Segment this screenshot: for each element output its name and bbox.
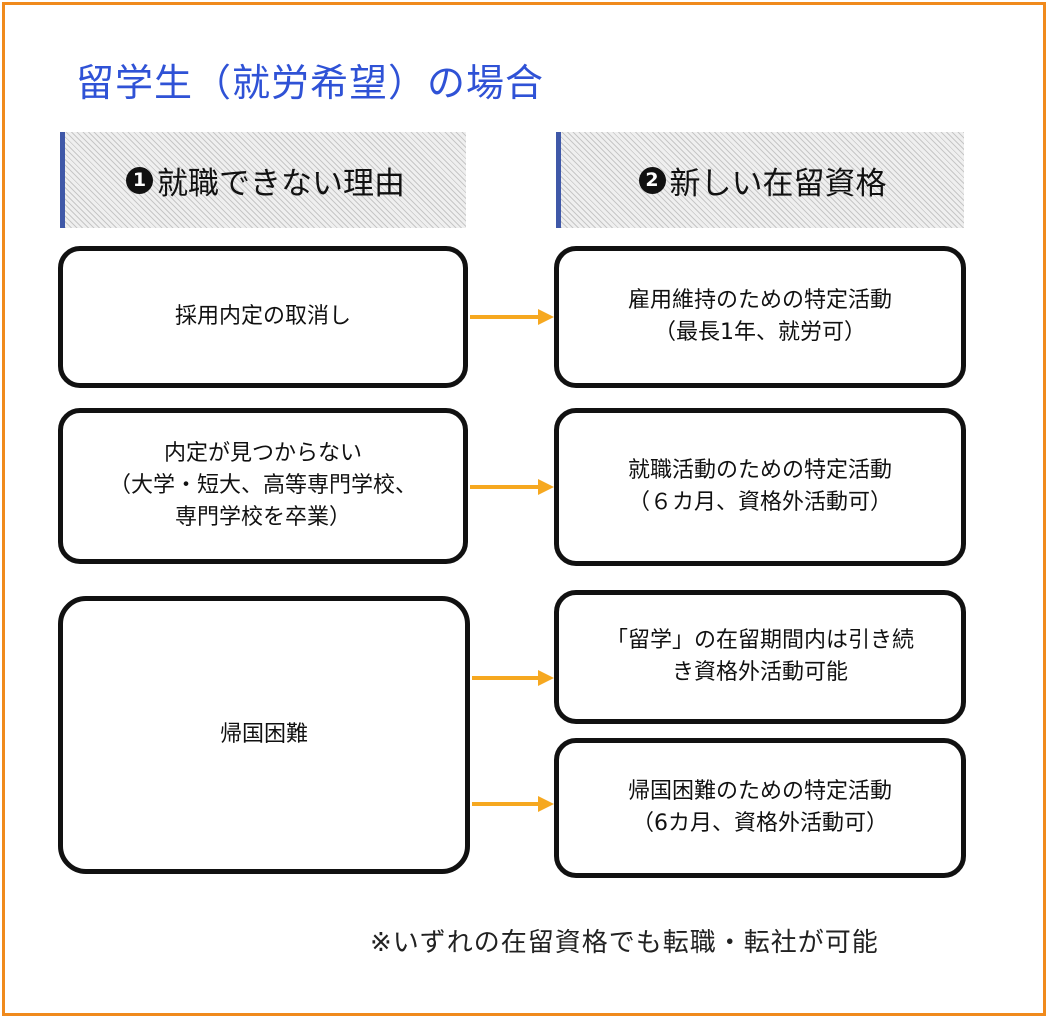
status-box-job-hunting: 就職活動のための特定活動 （６カ月、資格外活動可）	[554, 408, 966, 566]
page-title: 留学生（就労希望）の場合	[76, 61, 545, 105]
status-box-employment-maintenance: 雇用維持のための特定活動 （最長1年、就労可）	[554, 246, 966, 388]
header-statuses-label: 新しい在留資格	[669, 165, 887, 202]
status-text: 就職活動のための特定活動 （６カ月、資格外活動可）	[627, 458, 892, 515]
reason-text: 採用内定の取消し	[174, 304, 351, 329]
status-text: 帰国困難のための特定活動 （6カ月、資格外活動可）	[627, 779, 892, 836]
header-reasons-label: 就職できない理由	[157, 165, 405, 202]
reason-text: 内定が見つからない （大学・短大、高等専門学校、 専門学校を卒業）	[108, 441, 417, 530]
number-badge-2: 2	[638, 166, 666, 194]
status-text: 「留学」の在留期間内は引き続 き資格外活動可能	[605, 628, 914, 685]
status-text: 雇用維持のための特定活動 （最長1年、就労可）	[627, 288, 892, 345]
reason-box-return-difficult: 帰国困難	[58, 596, 470, 874]
header-reasons: 1 就職できない理由	[60, 132, 466, 228]
footnote: ※いずれの在留資格でも転職・転社が可能	[370, 928, 879, 958]
reason-box-no-job-offer: 内定が見つからない （大学・短大、高等専門学校、 専門学校を卒業）	[58, 408, 468, 564]
status-box-study-continuation: 「留学」の在留期間内は引き続 き資格外活動可能	[554, 590, 966, 724]
reason-text: 帰国困難	[219, 722, 308, 747]
header-statuses: 2 新しい在留資格	[556, 132, 964, 228]
number-badge-1: 1	[126, 166, 153, 194]
reason-box-offer-cancelled: 採用内定の取消し	[58, 246, 468, 388]
status-box-return-difficulty: 帰国困難のための特定活動 （6カ月、資格外活動可）	[554, 738, 966, 878]
